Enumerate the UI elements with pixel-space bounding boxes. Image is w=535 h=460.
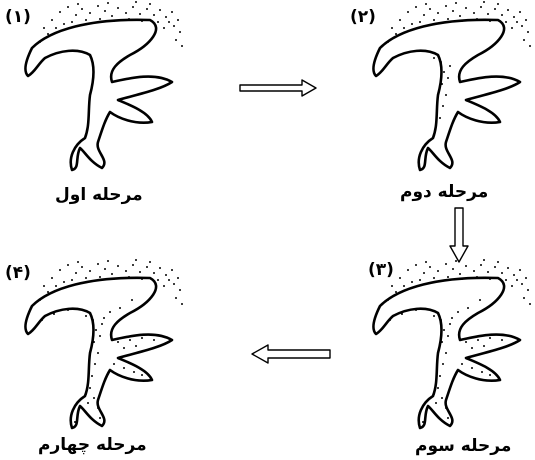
arrow-stage1-to-stage2 <box>240 80 316 96</box>
stage-3-sketch <box>373 259 531 428</box>
stage-1-caption: مرحله اول <box>55 187 143 204</box>
stage-4-caption: مرحله چهارم <box>38 437 147 454</box>
stage-4-sketch <box>25 259 183 428</box>
stage-1-sketch <box>25 1 183 170</box>
arrow-stage2-to-stage3 <box>450 208 468 262</box>
stage-1-number: (۱) <box>5 9 31 26</box>
stage-2-number: (۲) <box>350 9 376 26</box>
stage-4-number: (۴) <box>5 265 31 282</box>
stage-2-caption: مرحله دوم <box>400 184 488 201</box>
stage-3-number: (۳) <box>368 262 394 279</box>
stage-2-sketch <box>373 1 531 170</box>
arrow-stage3-to-stage4 <box>252 345 330 363</box>
stage-3-caption: مرحله سوم <box>415 438 511 455</box>
